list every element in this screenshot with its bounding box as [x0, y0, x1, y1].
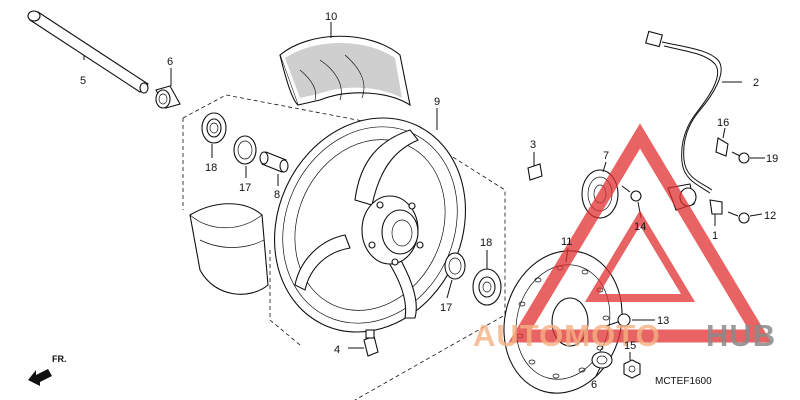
part-seal-left: [233, 135, 257, 165]
part-tire-upper: [279, 35, 411, 107]
part-nut-15: [623, 359, 641, 379]
callout-4: 4: [334, 344, 340, 356]
watermark-triangle: [508, 123, 772, 343]
part-bracket-1: [709, 199, 723, 215]
callout-3: 3: [530, 139, 536, 151]
part-collar-top: [155, 85, 181, 109]
watermark-brand-right: HUB: [706, 318, 776, 353]
front-direction-label: FR.: [52, 354, 67, 364]
callout-14: 14: [634, 221, 646, 233]
part-bolt-19: [731, 151, 750, 164]
diagram-code: MCTEF1600: [655, 376, 712, 387]
part-seal-right: [444, 252, 466, 280]
assembly-outline: [182, 94, 506, 400]
part-clamp-16: [715, 137, 729, 157]
part-bolt-12: [727, 211, 750, 224]
callout-7: 7: [603, 150, 609, 162]
part-bearing-left: [201, 112, 227, 144]
callout-15: 15: [624, 340, 636, 352]
callout-10: 10: [325, 11, 337, 23]
part-bolt-13: [605, 313, 631, 327]
callout-8: 8: [274, 189, 280, 201]
callout-2: 2: [753, 77, 759, 89]
part-bolt-14: [621, 185, 642, 202]
part-valve: [363, 329, 379, 357]
callout-5: 5: [80, 75, 86, 87]
callout-6-bottom: 6: [591, 379, 597, 391]
watermark-brand-left: AUTOMOTO: [473, 318, 661, 353]
callout-6-top: 6: [167, 56, 173, 68]
watermark: AUTOMOTO HUB: [473, 123, 776, 353]
part-axle: [27, 10, 149, 94]
part-clip: [527, 163, 543, 181]
callout-13: 13: [657, 315, 669, 327]
callout-18-left: 18: [205, 162, 217, 174]
part-wheel-rim: [273, 117, 467, 333]
watermark-triangle-inner: [584, 210, 696, 302]
callout-17-left: 17: [239, 182, 251, 194]
front-direction-indicator: FR.: [28, 354, 67, 386]
callout-18-right: 18: [480, 237, 492, 249]
part-bearing-right: [472, 268, 502, 306]
callout-11: 11: [561, 236, 572, 248]
part-tire-lower: [189, 203, 269, 295]
callout-labels: 1 2 3 4 5 6 6 7 8 9 10 11 12 13 14 15 16…: [80, 11, 778, 391]
callout-19: 19: [766, 153, 778, 165]
front-arrow-icon: [28, 369, 52, 386]
callout-16: 16: [717, 117, 729, 129]
part-speed-sensor: [645, 30, 722, 211]
callout-9: 9: [434, 96, 440, 108]
callout-12: 12: [764, 210, 776, 222]
part-spacer: [259, 151, 289, 173]
callout-1: 1: [712, 230, 718, 242]
part-collar-bottom: [591, 351, 613, 369]
callout-17-right: 17: [440, 302, 452, 314]
